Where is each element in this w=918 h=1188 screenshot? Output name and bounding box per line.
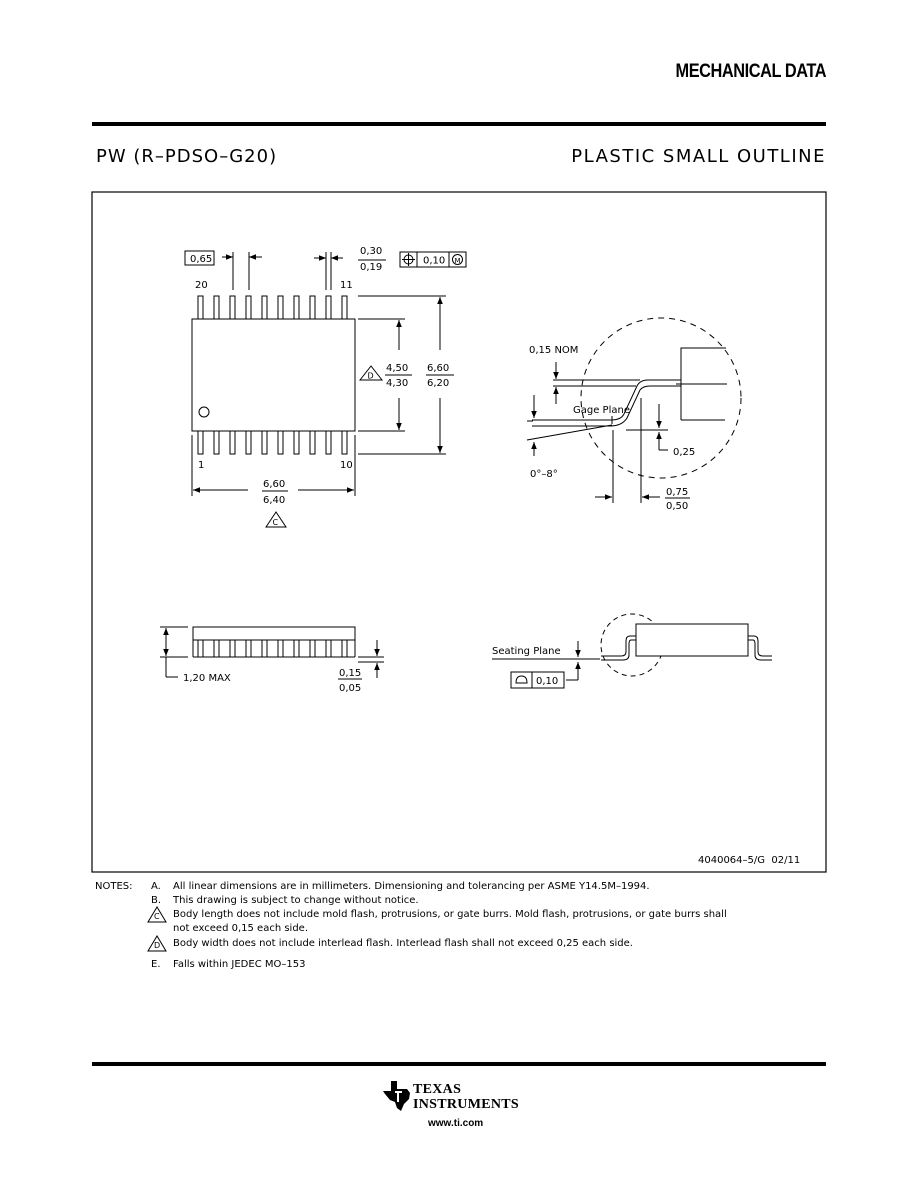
seating-view [492, 613, 772, 689]
position-tolerance-frame [399, 251, 467, 268]
foot-length-min: 0,50 [666, 501, 688, 512]
body-length-max: 6,60 [263, 479, 285, 490]
pitch-box [184, 250, 215, 266]
note-b-key: B. [151, 895, 162, 906]
bottom-leads [197, 430, 348, 455]
company-name-line2: INSTRUMENTS [413, 1097, 519, 1112]
note-c-text: Body length does not include mold flash,… [173, 909, 727, 920]
note-a-text: All linear dimensions are in millimeters… [173, 881, 650, 892]
note-b-text: This drawing is subject to change withou… [173, 895, 419, 906]
position-tolerance-value: 0,10 [423, 256, 445, 267]
gage-height-label: 0,25 [673, 447, 695, 458]
body-width-min: 4,30 [386, 378, 408, 389]
note-d-key: D [154, 941, 161, 950]
lead-width-min: 0,19 [360, 262, 382, 273]
note-a-key: A. [151, 881, 161, 892]
note-c-text-continued: not exceed 0,15 each side. [173, 923, 309, 934]
company-name-line1: TEXAS [413, 1082, 462, 1097]
notes-label: NOTES: [95, 881, 133, 892]
ti-logo: TEXAS INSTRUMENTS www.ti.com [380, 1080, 530, 1132]
lead-detail-view [526, 317, 742, 503]
seating-plane-label: Seating Plane [492, 646, 561, 657]
package-body [191, 318, 356, 432]
lead-width-max: 0,30 [360, 246, 382, 257]
footer-rule [92, 1062, 826, 1066]
note-e-text: Falls within JEDEC MO–153 [173, 959, 306, 970]
overall-width-min: 6,20 [427, 378, 449, 389]
package-type: PLASTIC SMALL OUTLINE [571, 146, 826, 167]
standoff-max: 0,15 [339, 668, 361, 679]
foot-length-max: 0,75 [666, 487, 688, 498]
side-leads [197, 639, 348, 658]
page-title: MECHANICAL DATA [675, 61, 826, 82]
note-e-key: E. [151, 959, 161, 970]
lead-thickness-label: 0,15 NOM [529, 345, 578, 356]
pin1-marker [198, 406, 210, 418]
side-view [160, 626, 384, 680]
pin-10-label: 10 [340, 460, 353, 471]
flatness-frame [510, 671, 565, 689]
package-code: PW (R–PDSO–G20) [96, 146, 278, 167]
body-width-note-key: D [368, 372, 374, 381]
top-leads [197, 295, 348, 320]
gage-plane-label: Gage Plane [573, 405, 630, 416]
body-length-min: 6,40 [263, 495, 285, 506]
website-link[interactable]: www.ti.com [428, 1118, 484, 1129]
flatness-value: 0,10 [536, 676, 558, 687]
note-d-text: Body width does not include interlead fl… [173, 938, 633, 949]
body-width-max: 4,50 [386, 363, 408, 374]
header-rule [92, 122, 826, 126]
top-view [184, 250, 467, 528]
note-d-triangle-icon [147, 935, 167, 952]
texas-state-logo-icon [383, 1081, 410, 1111]
pin-11-label: 11 [340, 280, 353, 291]
body-length-note-key: C [273, 518, 279, 527]
overall-width-max: 6,60 [427, 363, 449, 374]
note-c-key: C [154, 912, 160, 921]
height-max-label: 1,20 MAX [183, 673, 231, 684]
pitch-label: 0,65 [190, 254, 212, 265]
pin-1-label: 1 [198, 460, 204, 471]
lead-angle-label: 0°–8° [530, 469, 558, 480]
drawing-frame [91, 191, 827, 873]
drawing-number: 4040064–5/G 02/11 [698, 855, 800, 866]
note-c-triangle-icon [147, 906, 167, 923]
pin-20-label: 20 [195, 280, 208, 291]
standoff-min: 0,05 [339, 683, 361, 694]
position-modifier: M [455, 257, 461, 265]
